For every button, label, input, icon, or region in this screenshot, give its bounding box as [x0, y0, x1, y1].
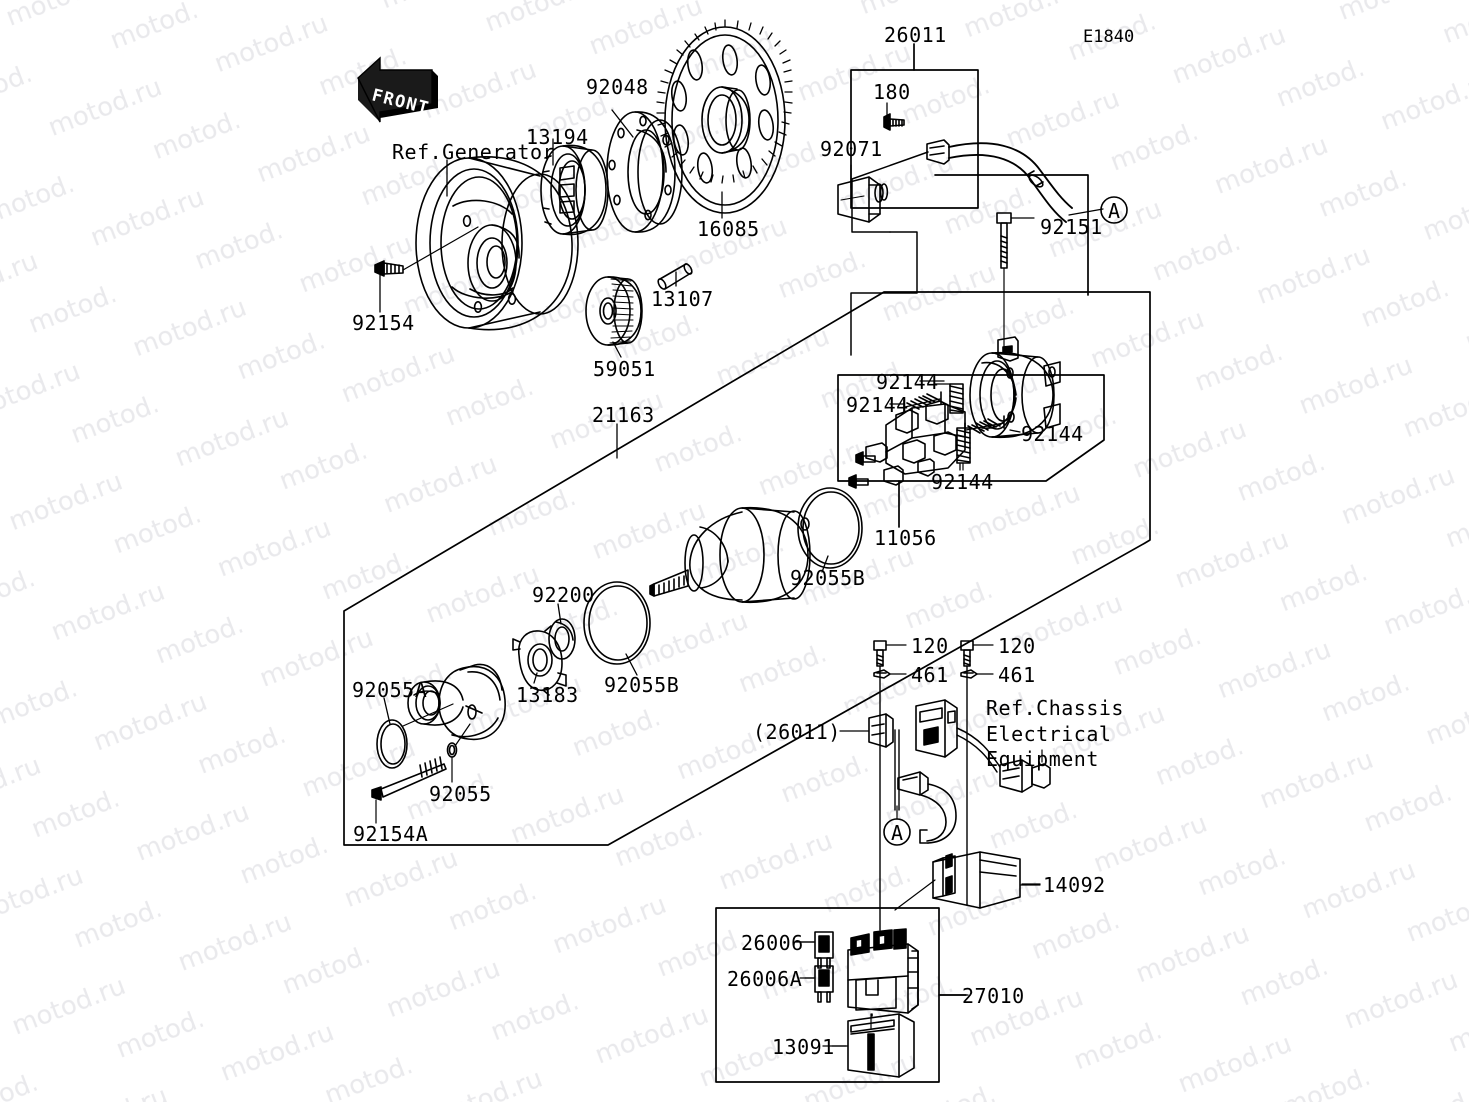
label-21163: 21163 — [592, 403, 655, 427]
label-92144-4: 92144 — [931, 470, 994, 494]
label-13194: 13194 — [526, 125, 589, 149]
label-14092: 14092 — [1043, 873, 1106, 897]
label-92151: 92151 — [1040, 215, 1103, 239]
part-92071-terminal-cap — [837, 176, 889, 223]
part-59051-idler-gear — [585, 276, 643, 346]
label-92144-3: 92144 — [1021, 422, 1084, 446]
part-26011-lower-terminal — [839, 713, 894, 748]
label-92154A: 92154A — [353, 822, 429, 846]
part-92200-washer — [548, 618, 576, 660]
part-26006-fuse — [799, 931, 834, 969]
label-26006: 26006 — [741, 931, 804, 955]
label-92144-1: 92144 — [876, 370, 939, 394]
callout-a-lower-text: A — [891, 821, 904, 845]
part-92151-bolt — [996, 212, 1035, 353]
label-92055: 92055 — [429, 782, 492, 806]
part-16085-ring-gear — [656, 19, 793, 214]
part-jumper-strap — [897, 771, 957, 844]
label-59051: 59051 — [593, 357, 656, 381]
label-13183: 13183 — [516, 683, 579, 707]
part-92144-springs — [903, 383, 1005, 471]
part-armature-motor — [649, 507, 811, 603]
label-ref-chassis: Ref.Chassis Electrical Equipment — [986, 696, 1124, 772]
label-92144-2: 92144 — [846, 393, 909, 417]
part-92048-plate — [606, 111, 683, 233]
label-92055B-1: 92055B — [790, 566, 866, 590]
leader-lines — [379, 102, 1041, 1047]
label-13091: 13091 — [772, 1035, 835, 1059]
part-flywheel-rotor — [415, 156, 579, 331]
part-461-nut-2 — [960, 669, 994, 679]
label-180: 180 — [873, 80, 911, 104]
diagram-code: E1840 — [1083, 27, 1135, 47]
label-26011-ref: (26011) — [753, 720, 841, 744]
label-92154: 92154 — [352, 311, 415, 335]
group-box-26011 — [850, 43, 979, 209]
label-92055B-2: 92055B — [604, 673, 680, 697]
label-26006A: 26006A — [727, 967, 803, 991]
part-26011-starter-cable — [926, 139, 1104, 223]
label-92048: 92048 — [586, 75, 649, 99]
label-26011: 26011 — [884, 23, 947, 47]
part-26006A-fuse — [799, 965, 834, 1003]
part-92154-bolt — [374, 226, 479, 277]
label-11056: 11056 — [874, 526, 937, 550]
label-461-2: 461 — [998, 663, 1036, 687]
label-461-1: 461 — [911, 663, 949, 687]
part-461-nut-1 — [873, 669, 907, 679]
label-92055A: 92055A — [352, 678, 428, 702]
label-120-1: 120 — [911, 634, 949, 658]
label-27010: 27010 — [962, 984, 1025, 1008]
label-92071: 92071 — [820, 137, 883, 161]
cable-routing-line-upper — [850, 151, 929, 356]
label-16085: 16085 — [697, 217, 760, 241]
callout-a-upper-text: A — [1108, 199, 1121, 223]
label-13107: 13107 — [651, 287, 714, 311]
label-120-2: 120 — [998, 634, 1036, 658]
part-27010-relay-box — [847, 928, 919, 1014]
label-92200: 92200 — [532, 583, 595, 607]
front-direction-badge: FRONT — [357, 56, 438, 123]
part-92055A-oring — [376, 703, 454, 769]
part-120-screw-1 — [873, 640, 907, 667]
